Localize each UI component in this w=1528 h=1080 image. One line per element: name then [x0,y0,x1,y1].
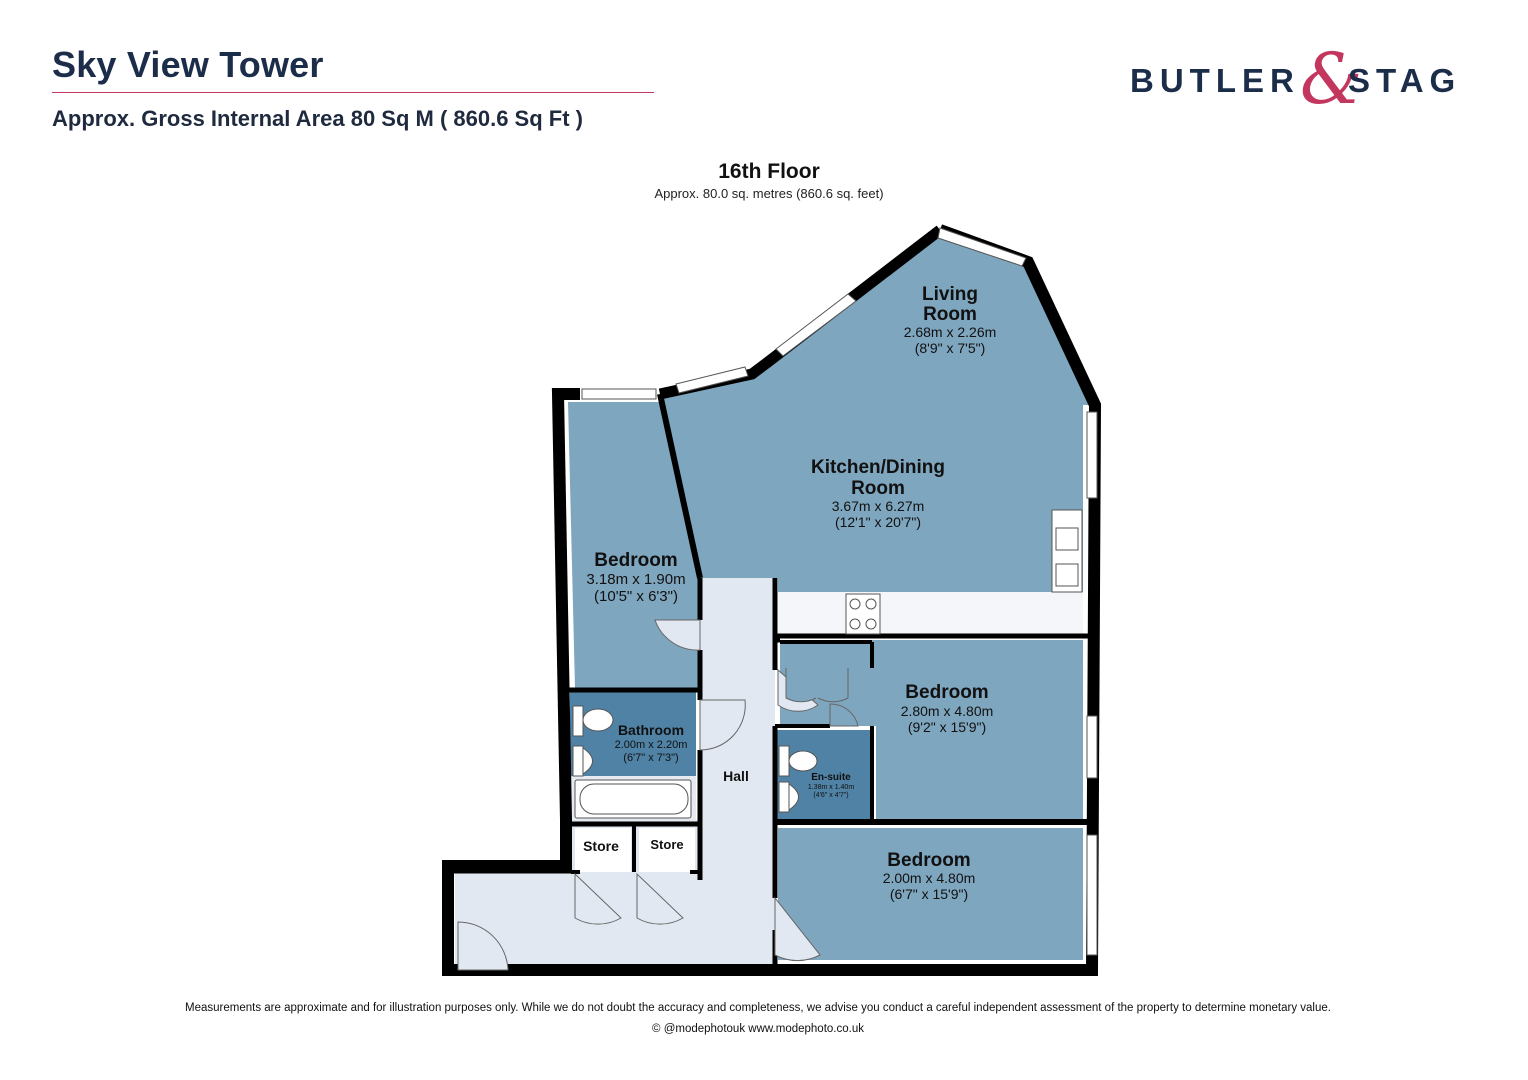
title-divider [52,92,654,93]
bedroom-small-size-ft: (10'5" x 6'3") [594,588,678,605]
bedroom-main-size-ft: (9'2" x 15'9") [908,719,986,735]
store-1-room [575,828,631,872]
interior-walls [448,578,1090,968]
ensuite-size-m: 1.38m x 1.40m [808,784,854,791]
bathroom-fittings [572,705,692,819]
kitchen-label: Kitchen/Dining [811,457,945,478]
kitchen-size-m: 3.67m x 6.27m [832,498,925,514]
bedroom-small-room [568,402,700,688]
disclaimer-text: Measurements are approximate and for ill… [185,1002,1331,1014]
living-kitchen-room [660,232,1093,592]
bedroom-third-room [778,828,1083,960]
floor-area: Approx. 80.0 sq. metres (860.6 sq. feet) [654,186,884,201]
ensuite-label: En-suite [811,772,851,783]
bathroom-size-m: 2.00m x 2.20m [615,739,688,751]
ensuite-fittings [778,745,818,813]
bedroom-main-room [780,640,1083,822]
store-2-room [639,828,695,872]
butler-stag-logo: BUTLER & STAG [1130,44,1480,114]
floor-title: 16th Floor [718,160,820,183]
windows [581,227,1098,956]
bedroom-small-label: Bedroom [594,550,677,571]
kitchen-counter [778,592,1083,636]
hall-label: Hall [723,768,749,784]
logo-word-stag: STAG [1348,62,1462,99]
kitchen-label-2: Room [851,478,905,499]
property-title: Sky View Tower [52,44,324,85]
store-2-label: Store [650,837,683,852]
bedroom-third-size-m: 2.00m x 4.80m [883,870,976,886]
bedroom-main-size-m: 2.80m x 4.80m [901,703,994,719]
ensuite-size-ft: (4'6" x 4'7") [813,792,848,799]
living-room-size-ft: (8'9" x 7'5") [915,340,986,356]
living-room-size-m: 2.68m x 2.26m [904,324,997,340]
living-room-label-2: Room [923,304,977,325]
logo-word-butler: BUTLER [1130,62,1300,99]
store-1-label: Store [583,838,619,854]
bathroom-label: Bathroom [618,722,684,738]
doors [457,619,859,971]
logo-ampersand: & [1300,38,1363,120]
living-room-label: Living [922,284,978,305]
photo-credit: © @modephotouk www.modephoto.co.uk [652,1023,864,1035]
kitchen-sink-icon [1051,509,1083,593]
gross-area-text: Approx. Gross Internal Area 80 Sq M ( 86… [52,106,583,131]
bedroom-small-size-m: 3.18m x 1.90m [586,571,685,588]
hob-icon [845,593,881,635]
bedroom-third-size-ft: (6'7" x 15'9") [890,886,968,902]
bathroom-size-ft: (6'7" x 7'3") [623,752,678,764]
bedroom-main-label: Bedroom [905,682,988,703]
kitchen-size-ft: (12'1" x 20'7") [835,514,921,530]
bedroom-third-label: Bedroom [887,850,970,871]
